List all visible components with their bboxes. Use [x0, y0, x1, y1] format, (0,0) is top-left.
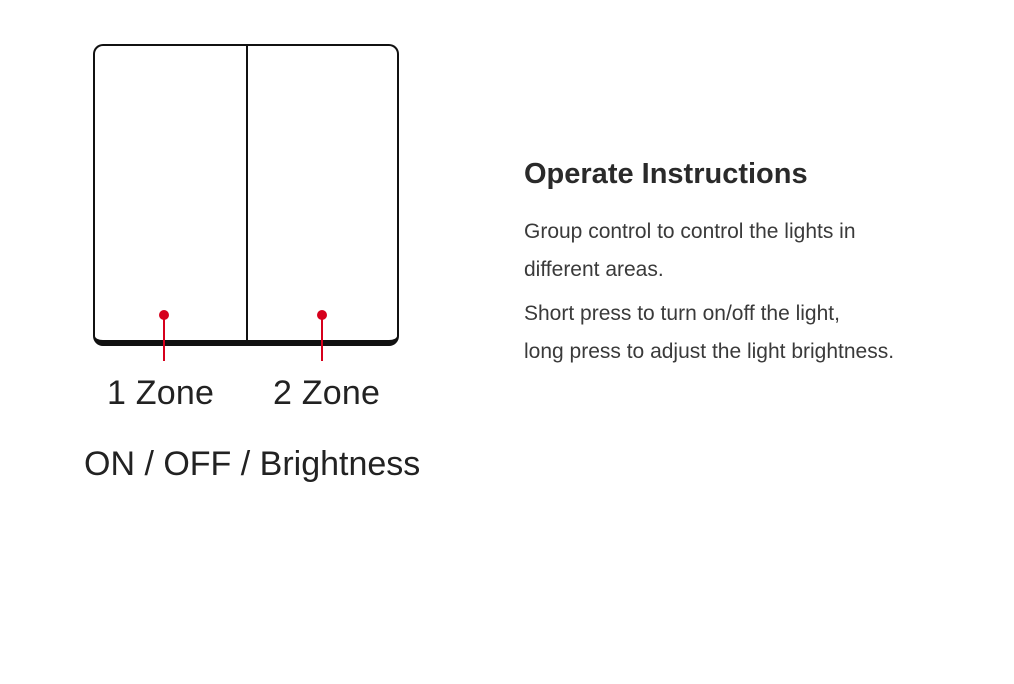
- instructions-line: Short press to turn on/off the light,: [524, 302, 840, 325]
- zone-2-marker-dot: [317, 310, 327, 320]
- zone-1-label: 1 Zone: [107, 374, 215, 412]
- instructions-paragraph-group-control: Group control to control the lights in d…: [524, 213, 984, 289]
- mode-caption: ON / OFF / Brightness: [84, 445, 421, 483]
- panel-divider: [246, 46, 248, 340]
- instructions-line: different areas.: [524, 258, 664, 281]
- instructions-line: long press to adjust the light brightnes…: [524, 340, 895, 363]
- instructions-title: Operate Instructions: [524, 158, 808, 190]
- instructions-paragraph-press: Short press to turn on/off the light, lo…: [524, 295, 984, 371]
- zone-2-marker-line: [321, 316, 323, 361]
- instructions-panel: Operate Instructions Group control to co…: [524, 158, 984, 377]
- switch-panel: [93, 44, 399, 346]
- zone-2-marker: [316, 310, 328, 364]
- zone-2-label: 2 Zone: [273, 374, 381, 412]
- zone-1-marker-dot: [159, 310, 169, 320]
- zone-2-pad[interactable]: [248, 46, 399, 340]
- instructions-line: Group control to control the lights in: [524, 220, 856, 243]
- zone-1-marker: [158, 310, 170, 364]
- zone-1-marker-line: [163, 316, 165, 361]
- zone-1-pad[interactable]: [95, 46, 246, 340]
